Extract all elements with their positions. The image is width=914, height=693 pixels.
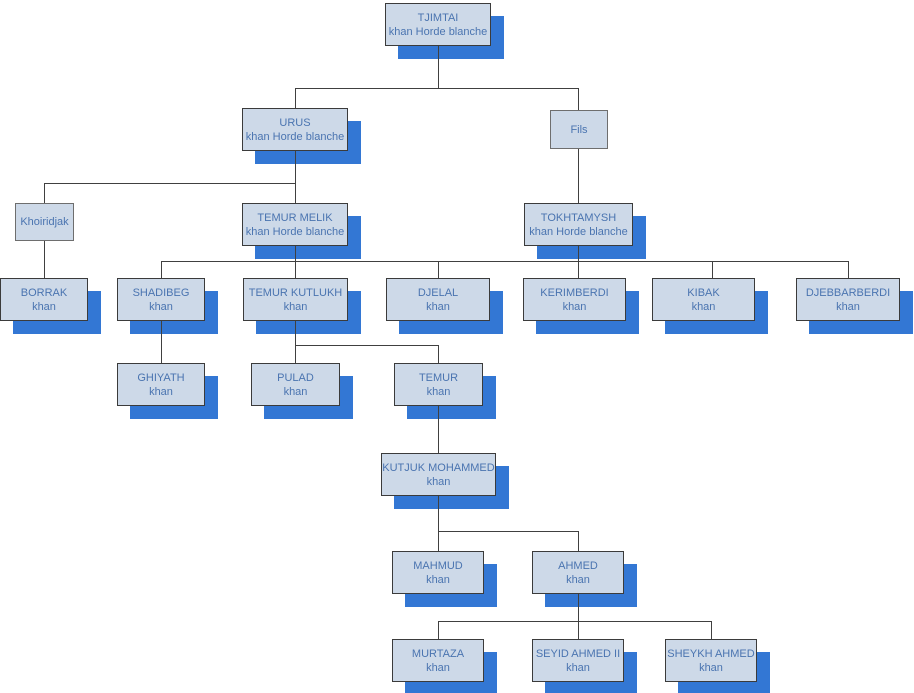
node-tjimtai: TJIMTAI khan Horde blanche — [385, 3, 491, 46]
node-djebbarberdi: DJEBBARBERDI khan — [796, 278, 900, 321]
node-kutjuk-mohammed: KUTJUK MOHAMMED khan — [381, 453, 496, 496]
node-kerimberdi: KERIMBERDI khan — [523, 278, 626, 321]
connector — [438, 621, 439, 639]
node-temur-melik: TEMUR MELIK khan Horde blanche — [242, 203, 348, 246]
connector — [711, 621, 712, 639]
node-subtitle: khan Horde blanche — [388, 25, 488, 38]
node-title: TJIMTAI — [417, 11, 459, 24]
node-fils: Fils — [550, 110, 608, 149]
node-djelal: DJELAL khan — [386, 278, 490, 321]
connector — [161, 261, 162, 278]
node-title: MURTAZA — [411, 647, 465, 660]
connector — [578, 261, 579, 278]
node-subtitle: khan — [149, 385, 173, 398]
node-mahmud: MAHMUD khan — [392, 551, 484, 594]
node-title: TOKHTAMYSH — [540, 211, 617, 224]
node-title: KERIMBERDI — [540, 286, 609, 299]
node-ahmed: AHMED khan — [532, 551, 624, 594]
connector — [295, 88, 296, 108]
node-title: TEMUR MELIK — [257, 211, 333, 224]
connector — [578, 246, 579, 261]
node-title: AHMED — [558, 559, 598, 572]
connector — [161, 321, 162, 363]
node-kibak: KIBAK khan — [652, 278, 755, 321]
node-shadibeg: SHADIBEG khan — [117, 278, 205, 321]
node-title: MAHMUD — [413, 559, 463, 572]
node-tokhtamysh: TOKHTAMYSH khan Horde blanche — [524, 203, 633, 246]
node-subtitle: khan — [32, 300, 56, 313]
node-subtitle: khan — [283, 385, 308, 398]
connector — [578, 149, 579, 203]
connector — [161, 261, 849, 262]
node-murtaza: MURTAZA khan — [392, 639, 484, 682]
connector — [295, 345, 439, 346]
node-title: Khoiridjak — [20, 216, 69, 228]
connector — [438, 46, 439, 88]
node-subtitle: khan Horde blanche — [529, 225, 628, 238]
node-subtitle: khan — [562, 300, 587, 313]
connector — [44, 183, 296, 184]
node-khoiridjak: Khoiridjak — [15, 203, 74, 241]
node-subtitle: khan — [283, 300, 308, 313]
connector — [44, 241, 45, 278]
node-title: DJELAL — [417, 286, 459, 299]
node-sheykh-ahmed: SHEYKH AHMED khan — [665, 639, 757, 682]
node-temur: TEMUR khan — [394, 363, 483, 406]
connector — [295, 321, 296, 345]
node-subtitle: khan — [426, 300, 450, 313]
node-title: SHEYKH AHMED — [667, 647, 755, 660]
node-subtitle: khan — [566, 573, 590, 586]
connector — [578, 531, 579, 551]
node-title: Fils — [570, 123, 588, 136]
node-title: BORRAK — [20, 286, 68, 299]
node-subtitle: khan — [426, 475, 451, 488]
connector — [438, 496, 439, 531]
connector — [578, 88, 579, 110]
node-pulad: PULAD khan — [251, 363, 340, 406]
node-subtitle: khan — [836, 300, 860, 313]
node-title: URUS — [279, 116, 311, 129]
connector — [578, 621, 579, 639]
connector — [295, 261, 296, 278]
node-seyid-ahmed-ii: SEYID AHMED II khan — [532, 639, 624, 682]
node-title: PULAD — [277, 371, 314, 384]
node-title: KIBAK — [687, 286, 720, 299]
connector — [295, 151, 296, 183]
connector — [578, 594, 579, 621]
node-subtitle: khan — [426, 385, 451, 398]
connector — [295, 183, 296, 203]
node-subtitle: khan — [149, 300, 173, 313]
node-subtitle: khan — [566, 661, 590, 674]
connector — [438, 406, 439, 453]
node-subtitle: khan Horde blanche — [245, 225, 345, 238]
connector — [438, 531, 439, 551]
node-title: TEMUR — [418, 371, 459, 384]
node-subtitle: khan Horde blanche — [245, 130, 345, 143]
connector — [295, 345, 296, 363]
connector — [438, 531, 579, 532]
node-title: SEYID AHMED II — [535, 647, 621, 660]
node-urus: URUS khan Horde blanche — [242, 108, 348, 151]
node-subtitle: khan — [691, 300, 716, 313]
connector — [712, 261, 713, 278]
node-subtitle: khan — [426, 661, 450, 674]
connector — [438, 345, 439, 363]
node-temur-kutlukh: TEMUR KUTLUKH khan — [243, 278, 348, 321]
connector — [295, 246, 296, 261]
node-title: GHIYATH — [137, 371, 185, 384]
connector — [438, 621, 712, 622]
node-title: DJEBBARBERDI — [805, 286, 891, 299]
connector — [848, 261, 849, 278]
node-title: SHADIBEG — [132, 286, 190, 299]
node-title: TEMUR KUTLUKH — [248, 286, 343, 299]
node-ghiyath: GHIYATH khan — [117, 363, 205, 406]
node-borrak: BORRAK khan — [0, 278, 88, 321]
connector — [438, 261, 439, 278]
node-subtitle: khan — [699, 661, 723, 674]
node-subtitle: khan — [426, 573, 450, 586]
connector — [44, 183, 45, 203]
connector — [295, 88, 579, 89]
node-title: KUTJUK MOHAMMED — [382, 461, 495, 474]
